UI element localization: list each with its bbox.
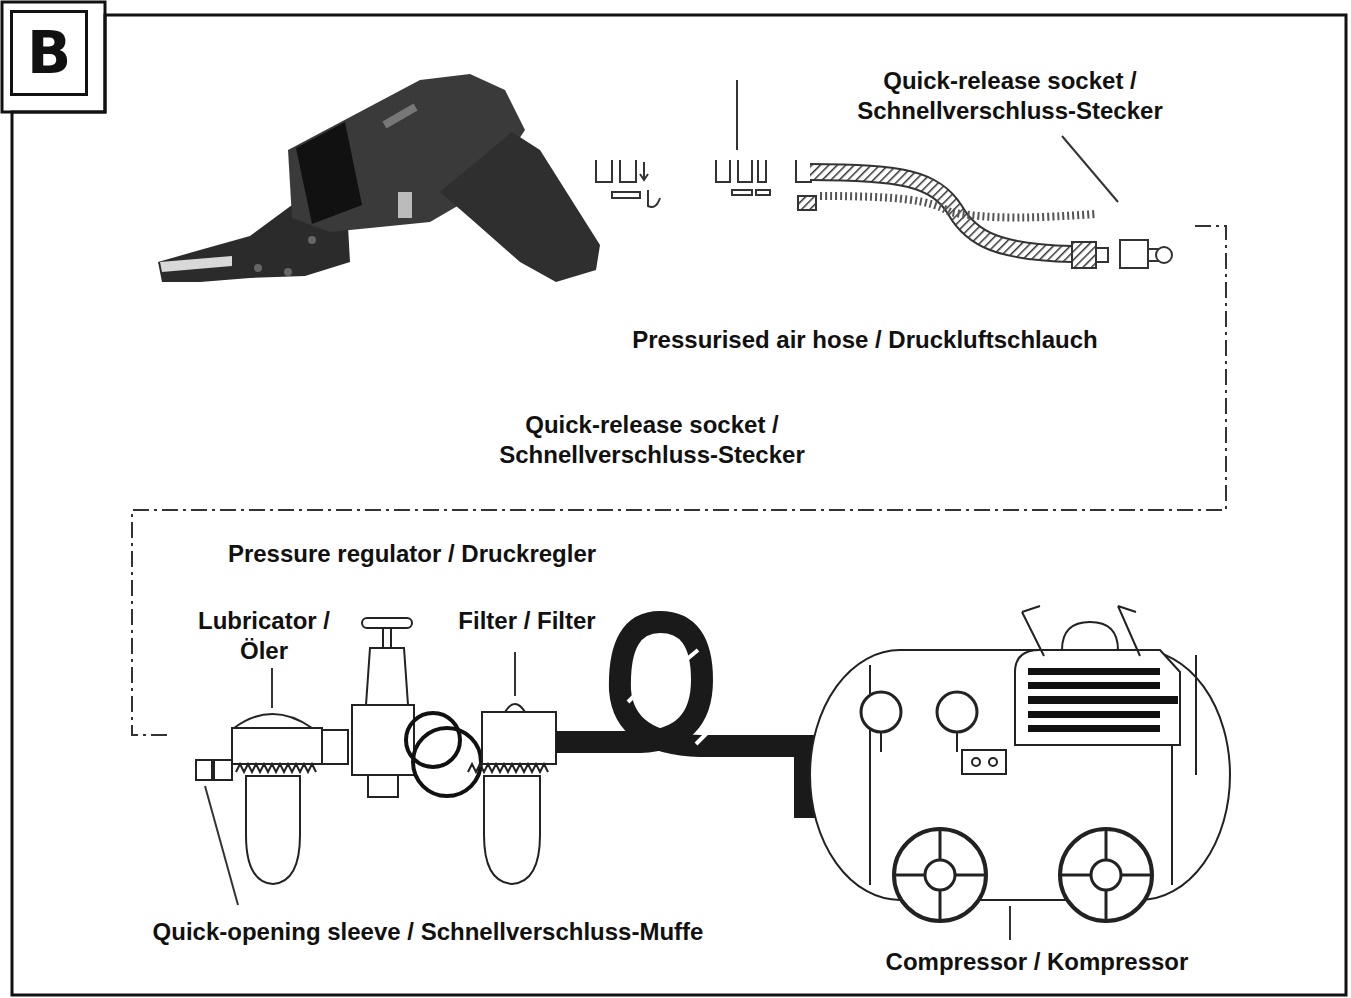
- supply-hose: [556, 622, 805, 818]
- regulator-handle: [362, 618, 412, 628]
- pressure-gauge: [861, 692, 901, 732]
- part-label: Quick-release socket / Schnellverschluss…: [825, 66, 1195, 126]
- lubricator: [196, 714, 348, 884]
- quick-sleeve: [214, 760, 232, 780]
- lubricator-bowl: [246, 776, 300, 884]
- screw: [254, 264, 262, 272]
- regulator-bonnet: [366, 648, 408, 705]
- carry-handle: [1022, 606, 1140, 656]
- figure-label-box: B: [10, 10, 88, 96]
- part-label: Lubricator / Öler: [179, 606, 349, 666]
- hose-coupling: [1072, 240, 1172, 268]
- outer-frame: [12, 15, 1346, 995]
- wheel: [894, 829, 986, 921]
- trigger: [398, 192, 412, 218]
- air-hose: [810, 172, 1072, 254]
- air-filter: [468, 704, 556, 884]
- part-label: Quick-opening sleeve / Schnellverschluss…: [153, 917, 704, 947]
- lubricator-head: [232, 728, 322, 764]
- leader-line: [1062, 136, 1118, 202]
- regulator-stem: [383, 628, 391, 648]
- fitting-part: [716, 160, 766, 182]
- fitting-part: [612, 190, 660, 207]
- leader-line: [205, 786, 238, 905]
- fin: [1028, 725, 1160, 732]
- screw: [284, 268, 292, 276]
- fin: [1028, 696, 1178, 704]
- hose-highlight: [628, 650, 708, 744]
- wheel-hub: [925, 860, 955, 890]
- filter-cap: [505, 704, 525, 712]
- part-label: Filter / Filter: [458, 606, 595, 636]
- socket-body: [1120, 240, 1148, 268]
- part-label: Quick-release socket / Schnellverschluss…: [467, 410, 837, 470]
- wheel-spokes: [894, 829, 986, 921]
- fin: [1028, 711, 1160, 718]
- gauge-stem: [956, 732, 958, 752]
- switch-dot: [989, 758, 997, 766]
- fitting-part: [596, 160, 648, 182]
- label-holder: Pressurised air hose / Druckluftschlauch: [632, 325, 1098, 355]
- wheel: [1060, 829, 1152, 921]
- leader-line: [736, 80, 738, 150]
- nipple: [1096, 248, 1108, 262]
- tool-badge: [382, 104, 417, 129]
- label-holder: Quick-opening sleeve / Schnellverschluss…: [153, 917, 704, 947]
- wheel-spokes: [1060, 829, 1152, 921]
- shear-blade: [160, 256, 232, 272]
- hose-spring: [820, 196, 1095, 218]
- corner-frame: [2, 2, 105, 112]
- label-holder: Filter / Filter: [458, 606, 595, 636]
- exploded-fittings: [596, 160, 816, 210]
- fin: [1028, 668, 1160, 675]
- fitting-part: [796, 160, 812, 182]
- pump-fins: [1028, 668, 1178, 732]
- seal-ring: [413, 728, 481, 796]
- switch-box: [962, 750, 1006, 774]
- lubricator-dome: [234, 714, 312, 728]
- tool-band: [296, 122, 362, 224]
- compressor-tank: [810, 650, 1230, 900]
- figure-letter: B: [27, 21, 71, 85]
- label-holder: Quick-release socket / Schnellverschluss…: [825, 66, 1195, 126]
- air-shear-tool: [158, 74, 600, 282]
- wheel-hub: [1091, 860, 1121, 890]
- label-holder: Compressor / Kompressor: [886, 947, 1189, 977]
- filter-head: [482, 712, 556, 764]
- serration: [468, 764, 548, 772]
- part-label: Pressure regulator / Druckregler: [228, 539, 596, 569]
- connector-nut: [322, 730, 348, 764]
- pump-housing: [1015, 650, 1180, 745]
- fin: [1028, 682, 1160, 689]
- serration: [236, 764, 316, 772]
- regulator-base: [368, 775, 398, 797]
- screw: [308, 236, 316, 244]
- fitting-part: [798, 196, 816, 210]
- label-holder: Quick-release socket / Schnellverschluss…: [467, 410, 837, 470]
- pump-dome: [1062, 622, 1118, 650]
- fitting-part: [732, 190, 770, 195]
- pressure-regulator: [352, 618, 414, 797]
- part-label: Pressurised air hose / Druckluftschlauch: [632, 325, 1098, 355]
- leader-line: [271, 668, 273, 708]
- air-hose-outline: [810, 172, 1072, 254]
- label-holder: Lubricator / Öler: [179, 606, 349, 666]
- compressor-wheels: [894, 829, 1152, 921]
- socket-ball: [1156, 247, 1172, 263]
- leader-line: [514, 652, 516, 696]
- quick-sleeve-nut: [196, 760, 212, 780]
- leader-line: [1009, 906, 1011, 940]
- frame-rail: [1195, 655, 1197, 775]
- gauge-stem: [880, 732, 882, 752]
- compressor: [810, 606, 1230, 900]
- part-label: Compressor / Kompressor: [886, 947, 1189, 977]
- tool-handle: [440, 132, 600, 282]
- hose-end: [1072, 242, 1096, 268]
- pressure-gauge: [937, 692, 977, 732]
- switch-dot: [972, 758, 980, 766]
- filter-bowl: [484, 776, 540, 884]
- label-holder: Pressure regulator / Druckregler: [228, 539, 596, 569]
